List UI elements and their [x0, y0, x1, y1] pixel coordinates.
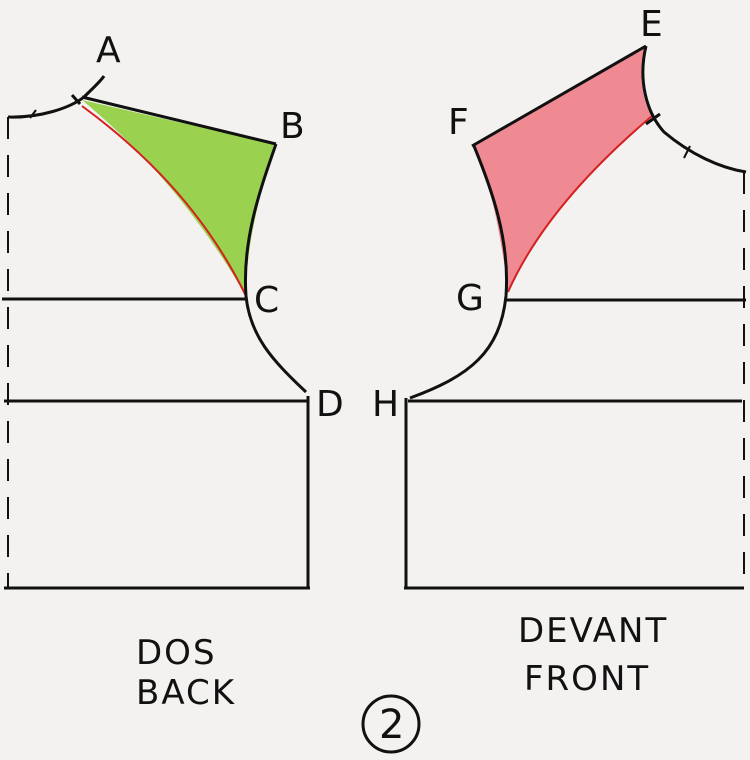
- front-label-fr: DEVANT: [518, 611, 668, 651]
- point-label-b: B: [280, 106, 305, 147]
- figure-number-circle: [361, 694, 421, 754]
- front-shoulder-line: [471, 44, 647, 148]
- back-armhole: [243, 143, 308, 394]
- point-label-h: H: [372, 384, 399, 425]
- front-red-line: [507, 115, 653, 293]
- point-label-g: G: [456, 278, 484, 319]
- front-piece: [404, 44, 747, 590]
- back-label-en: BACK: [136, 673, 236, 713]
- back-red-line: [81, 105, 247, 297]
- front-neckline: [641, 45, 747, 174]
- point-label-a: A: [96, 30, 121, 71]
- figure-number: 2: [379, 702, 404, 748]
- point-label-d: D: [316, 384, 344, 425]
- back-piece: [2, 75, 310, 590]
- point-label-e: E: [640, 4, 663, 45]
- back-shaded-area: [82, 100, 274, 296]
- point-label-c: C: [254, 280, 279, 321]
- front-armhole: [409, 145, 509, 400]
- front-shaded-area: [474, 48, 652, 290]
- point-label-f: F: [448, 102, 469, 143]
- front-label-en: FRONT: [524, 659, 650, 699]
- back-shoulder-line: [81, 95, 277, 146]
- back-label-fr: DOS: [136, 633, 217, 673]
